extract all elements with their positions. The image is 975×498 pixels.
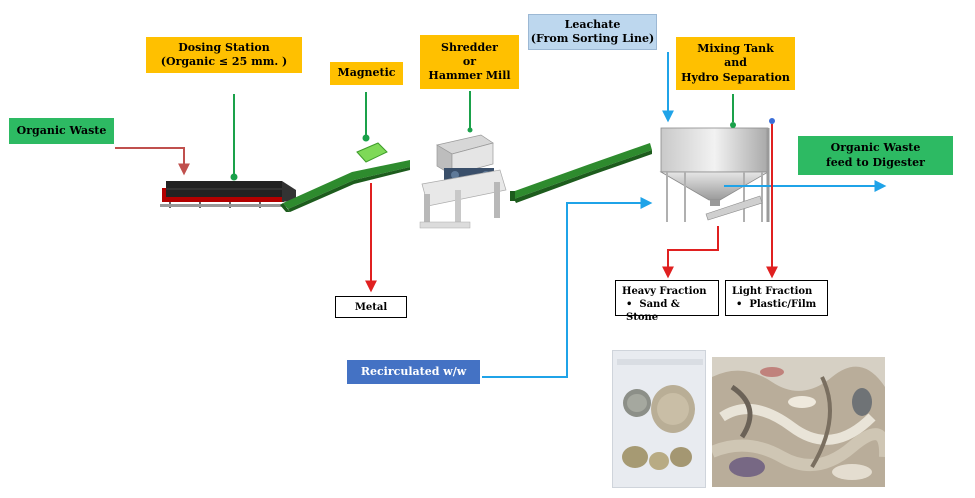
sand-stone-samples-photo (612, 350, 706, 488)
heavy-fraction-arrow (662, 226, 719, 279)
plastic-film-waste-photo (712, 357, 885, 487)
conveyor-two-icon (510, 143, 652, 203)
recirculated-label: Recirculated w/w (347, 360, 480, 384)
light-fraction-item: • Plastic/Film (736, 299, 817, 310)
light-fraction-box: Light Fraction • Plastic/Film (725, 280, 828, 316)
plastic-film-image (712, 357, 885, 487)
shredder-label: Shredder or Hammer Mill (420, 35, 519, 89)
sample-piles-image (617, 359, 703, 470)
mixing-tank-label: Mixing Tank and Hydro Separation (676, 37, 795, 90)
light-fraction-title: Light Fraction (732, 286, 813, 297)
hopper-tank-icon (659, 118, 775, 222)
conveyor-one-icon (280, 160, 410, 212)
heavy-fraction-item: • Sand & Stone (626, 299, 680, 323)
organic-waste-arrow (115, 147, 190, 176)
dosing-conveyor-icon (160, 181, 296, 208)
metal-label: Metal (335, 296, 407, 318)
magnetic-label: Magnetic (330, 62, 403, 85)
leachate-label: Leachate (From Sorting Line) (528, 14, 657, 50)
dosing-connector (230, 94, 238, 181)
recirculated-arrow (482, 197, 653, 378)
magnetic-connector (362, 92, 370, 142)
dosing-station-label: Dosing Station (Organic ≤ 25 mm. ) (146, 37, 302, 73)
organic-waste-label: Organic Waste (9, 118, 114, 144)
shredder-machine-icon (419, 127, 507, 229)
organic-feed-label: Organic Waste feed to Digester (798, 136, 953, 175)
heavy-fraction-title: Heavy Fraction (622, 286, 707, 297)
heavy-fraction-box: Heavy Fraction • Sand & Stone (615, 280, 719, 323)
magnet-plate-icon (356, 142, 388, 163)
